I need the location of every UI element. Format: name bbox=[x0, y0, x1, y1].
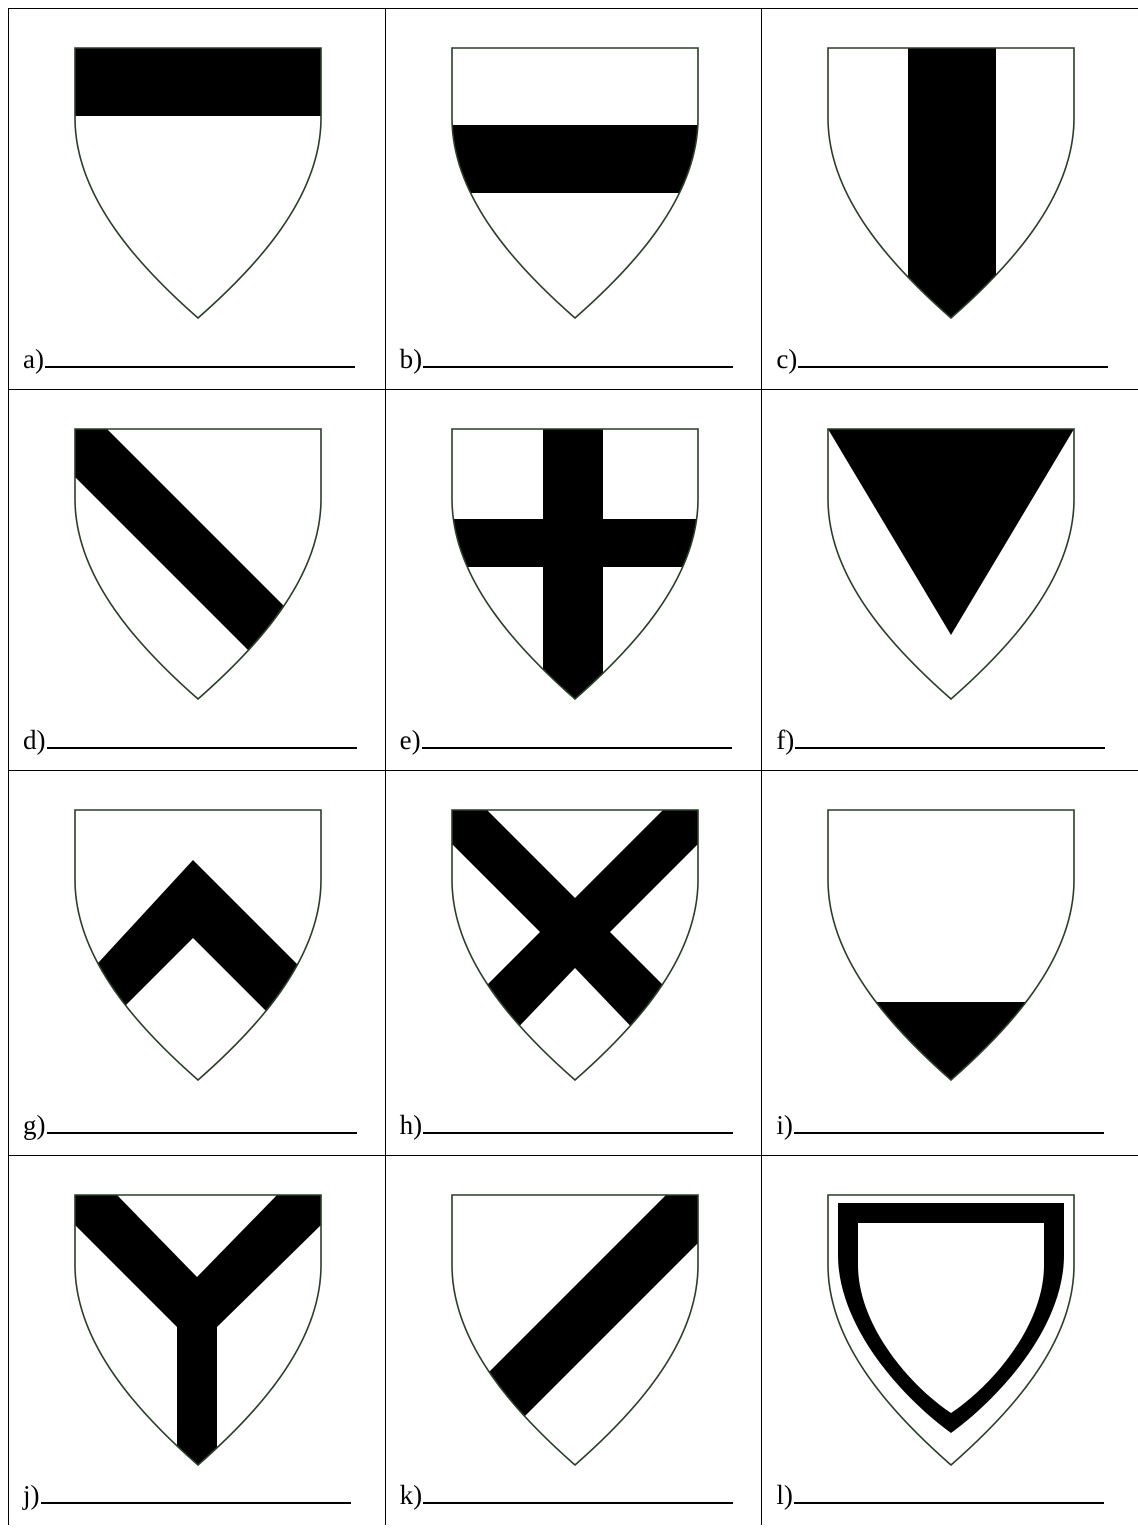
cell-e: e) bbox=[385, 390, 762, 771]
answer-line-b[interactable]: b) bbox=[400, 346, 734, 373]
label-e: e) bbox=[400, 725, 421, 755]
worksheet: a) b) c) d) e) f) bbox=[8, 8, 1138, 1525]
answer-line-h[interactable]: h) bbox=[400, 1112, 734, 1139]
cell-l: l) bbox=[762, 1156, 1138, 1526]
shield-bend-sinister-icon bbox=[451, 1194, 699, 1466]
cell-d: d) bbox=[9, 390, 386, 771]
answer-line-c[interactable]: c) bbox=[776, 346, 1108, 373]
answer-line-l[interactable]: l) bbox=[776, 1482, 1104, 1509]
answer-line-e[interactable]: e) bbox=[400, 727, 732, 754]
answer-line-i[interactable]: i) bbox=[776, 1112, 1104, 1139]
label-i: i) bbox=[776, 1110, 793, 1140]
blank-l[interactable] bbox=[794, 1501, 1104, 1504]
blank-e[interactable] bbox=[422, 746, 732, 749]
label-d: d) bbox=[23, 725, 46, 755]
answer-line-f[interactable]: f) bbox=[776, 727, 1105, 754]
shield-fess-icon bbox=[451, 47, 699, 319]
shield-pile-icon bbox=[827, 428, 1075, 700]
cell-i: i) bbox=[762, 771, 1138, 1156]
blank-h[interactable] bbox=[423, 1131, 733, 1134]
shield-cross-icon bbox=[451, 428, 699, 700]
label-k: k) bbox=[400, 1480, 423, 1510]
shield-grid: a) b) c) d) e) f) bbox=[8, 8, 1138, 1525]
label-a: a) bbox=[23, 344, 44, 374]
label-b: b) bbox=[400, 344, 423, 374]
cell-g: g) bbox=[9, 771, 386, 1156]
cell-a: a) bbox=[9, 9, 386, 390]
shield-base-icon bbox=[827, 809, 1075, 1081]
shield-saltire-icon bbox=[451, 809, 699, 1081]
cell-b: b) bbox=[385, 9, 762, 390]
answer-line-g[interactable]: g) bbox=[23, 1112, 357, 1139]
label-c: c) bbox=[776, 344, 797, 374]
answer-line-a[interactable]: a) bbox=[23, 346, 355, 373]
blank-j[interactable] bbox=[41, 1501, 351, 1504]
answer-line-j[interactable]: j) bbox=[23, 1482, 351, 1509]
blank-b[interactable] bbox=[423, 365, 733, 368]
answer-line-k[interactable]: k) bbox=[400, 1482, 734, 1509]
shield-pall-icon bbox=[74, 1194, 322, 1466]
label-f: f) bbox=[776, 725, 794, 755]
shield-chief-icon bbox=[74, 47, 322, 319]
blank-d[interactable] bbox=[47, 746, 357, 749]
label-g: g) bbox=[23, 1110, 46, 1140]
shield-bordure-icon bbox=[827, 1194, 1075, 1466]
blank-c[interactable] bbox=[798, 365, 1108, 368]
label-j: j) bbox=[23, 1480, 40, 1510]
shield-bend-icon bbox=[74, 428, 322, 700]
cell-h: h) bbox=[385, 771, 762, 1156]
label-l: l) bbox=[776, 1480, 793, 1510]
cell-j: j) bbox=[9, 1156, 386, 1526]
cell-k: k) bbox=[385, 1156, 762, 1526]
label-h: h) bbox=[400, 1110, 423, 1140]
cell-f: f) bbox=[762, 390, 1138, 771]
shield-chevron-icon bbox=[74, 809, 322, 1081]
answer-line-d[interactable]: d) bbox=[23, 727, 357, 754]
cell-c: c) bbox=[762, 9, 1138, 390]
blank-k[interactable] bbox=[423, 1501, 733, 1504]
blank-a[interactable] bbox=[45, 365, 355, 368]
blank-f[interactable] bbox=[795, 746, 1105, 749]
shield-pale-icon bbox=[827, 47, 1075, 319]
blank-g[interactable] bbox=[47, 1131, 357, 1134]
blank-i[interactable] bbox=[794, 1131, 1104, 1134]
